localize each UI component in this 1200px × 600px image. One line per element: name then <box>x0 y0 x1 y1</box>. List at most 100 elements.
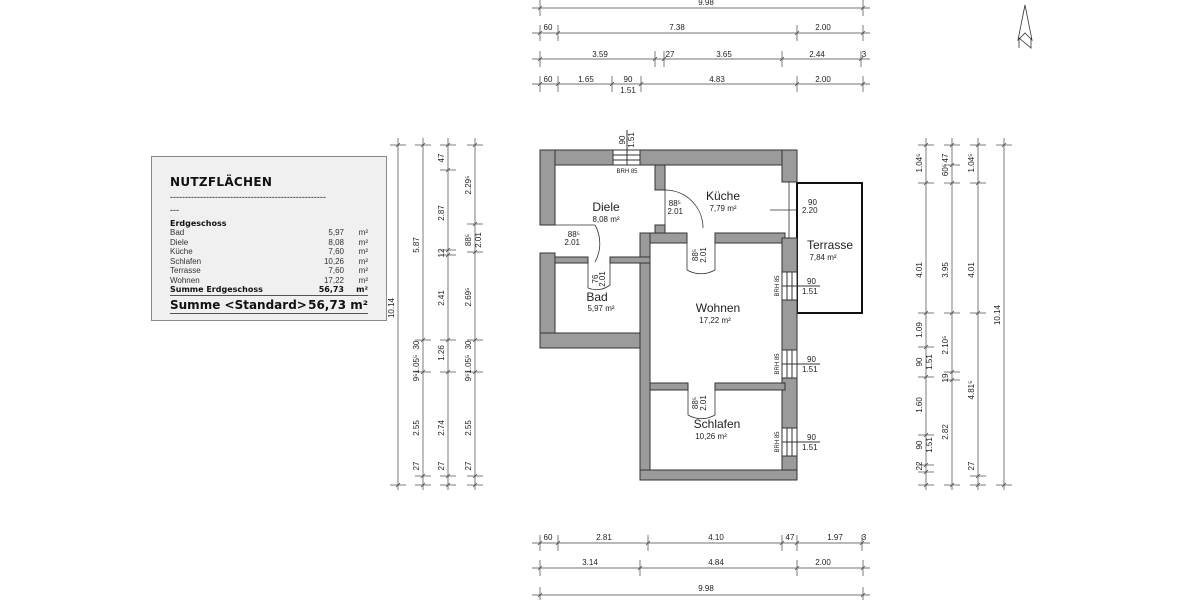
dimension-tick <box>859 540 865 546</box>
dimension-tick <box>860 5 866 11</box>
dimension-tick <box>537 56 543 62</box>
window-window-schlafen: 90 1.51 BRH 85 <box>775 427 820 457</box>
door-wohnen <box>686 243 716 275</box>
dimension-label: 2.82 <box>941 424 950 440</box>
legend-value: 7,60 <box>328 266 344 275</box>
dimension-tick <box>472 473 478 479</box>
dimension-tick <box>555 30 561 36</box>
dimension-tick <box>949 482 955 488</box>
legend-name: Diele <box>170 237 189 247</box>
dimension-label: 3.14 <box>582 558 598 567</box>
dimension-label: 60⁵ <box>941 164 950 176</box>
dimension-label: 60 <box>544 75 553 84</box>
dimension-tick <box>860 592 866 598</box>
dimension-tick <box>975 310 981 316</box>
dimension-tick <box>537 565 543 571</box>
dimension-label: 1.51 <box>925 437 934 453</box>
dimension-tick <box>445 142 451 148</box>
dimension-tick <box>860 81 866 87</box>
dimension-tick <box>661 56 667 62</box>
door-diele-kueche <box>664 189 704 229</box>
dimension-label: 2.10⁵ <box>941 336 950 355</box>
dimension-tick <box>555 81 561 87</box>
dimension-tick <box>860 565 866 571</box>
dimension-label: 22 <box>915 461 924 470</box>
window-window-wohnen-1: 90 1.51 BRH 85 <box>775 271 820 301</box>
dimension-tick <box>555 540 561 546</box>
dimension-tick <box>445 482 451 488</box>
dimension-tick <box>537 592 543 598</box>
north-arrow-icon <box>1017 4 1033 49</box>
dimension-tick <box>949 142 955 148</box>
legend-name: Wohnen <box>170 275 200 285</box>
dimension-label: 27 <box>464 461 473 470</box>
dimension-label: 2.29⁵ <box>464 176 473 195</box>
window-height: 1.51 <box>802 287 818 296</box>
dimension-label: 9⁵1.05⁵ <box>412 355 421 382</box>
dimension-label: 1.60 <box>915 397 924 413</box>
dimension-label: 2.55 <box>412 420 421 436</box>
room-area-diele: 8,08 m² <box>592 215 619 224</box>
dimension-tick <box>472 221 478 227</box>
dimension-tick <box>949 162 955 168</box>
dimension-tick <box>420 482 426 488</box>
door-width: 90 <box>808 198 817 207</box>
room-area-kueche: 7,79 m² <box>709 204 736 213</box>
room-area-wohnen: 17,22 m² <box>699 316 731 325</box>
door-height: 2.01 <box>667 207 683 216</box>
door-width: 88⁵ <box>568 230 580 239</box>
legend-unit: m² <box>358 275 368 285</box>
dimension-tick <box>537 540 543 546</box>
dimension-label: 47 <box>786 533 795 542</box>
dimension-label: 19 <box>941 373 950 382</box>
dimension-tick <box>638 81 644 87</box>
dimension-label: 3 <box>862 50 867 59</box>
dimension-label: 47 <box>941 153 950 162</box>
dimension-tick <box>949 310 955 316</box>
room-area-schlafen: 10,26 m² <box>695 432 727 441</box>
sum-unit: m² <box>356 285 368 294</box>
window-sill-height: BRH 85 <box>775 275 781 297</box>
door-entrance <box>540 224 601 263</box>
dimension-label: 2.41 <box>437 290 446 306</box>
dimension-label: 27 <box>967 461 976 470</box>
dimension-label: 1.04⁵ <box>967 154 976 173</box>
walls <box>539 149 798 481</box>
dimension-tick <box>779 540 785 546</box>
dimension-label: 9.98 <box>698 0 714 7</box>
legend-total-row: Summe <Standard> 56,73 m² <box>170 298 368 314</box>
dimension-tick <box>794 565 800 571</box>
dimension-label: 2.00 <box>815 558 831 567</box>
dimension-tick <box>923 180 929 186</box>
room-name-wohnen: Wohnen <box>696 301 740 315</box>
dimension-label: 1.51 <box>620 86 636 95</box>
terrace-outline <box>796 182 863 314</box>
dimension-label: 2.00 <box>815 23 831 32</box>
legend-name: Schlafen <box>170 256 202 266</box>
dimension-tick <box>794 30 800 36</box>
dimension-label: 4.83 <box>709 75 725 84</box>
door-labels: 88⁵ 2.01 88⁵ 2.01 76 2.01 88⁵ 2.01 88⁵ 2… <box>564 198 818 411</box>
window-width: 90 <box>807 355 816 364</box>
window-width: 90 <box>807 277 816 286</box>
dimension-label: 2.00 <box>815 75 831 84</box>
dimension-label: 3 <box>862 533 867 542</box>
dimension-label: 3.95 <box>941 262 950 278</box>
dimension-label: 60 <box>544 23 553 32</box>
legend-title: NUTZFLÄCHEN <box>170 175 273 189</box>
legend-section: Erdgeschoss <box>170 219 227 228</box>
total-name: Summe <Standard> <box>170 297 307 312</box>
window-sill-height: BRH 85 <box>775 353 781 375</box>
dimension-tick <box>445 167 451 173</box>
legend-value: 5,97 <box>328 228 344 237</box>
legend-value: 7,60 <box>328 247 344 256</box>
room-name-terrasse: Terrasse <box>807 238 853 252</box>
dimension-tick <box>923 310 929 316</box>
door-height: 2.01 <box>598 271 607 287</box>
legend-value: 10,26 <box>323 256 344 266</box>
